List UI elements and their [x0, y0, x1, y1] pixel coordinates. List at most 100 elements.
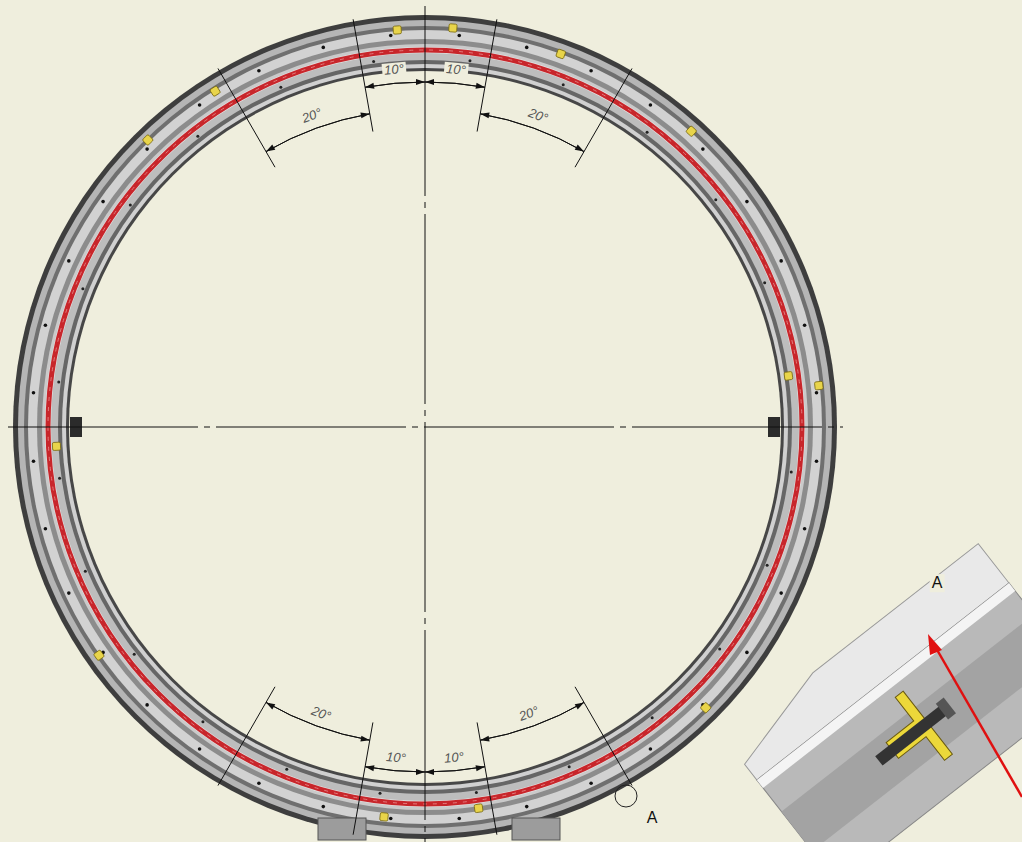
extension-line: [477, 19, 497, 131]
pointer-arrow: [936, 648, 1022, 797]
bolt-hole: [133, 653, 136, 656]
bolt-hole: [32, 391, 36, 395]
bolt-hole: [745, 200, 749, 204]
bolt-hole: [525, 46, 529, 50]
bolt-hole: [790, 470, 793, 473]
bolt-hole: [763, 281, 766, 284]
bolt-hole: [196, 135, 199, 138]
bolt-hole: [44, 527, 48, 531]
clamp-block: [700, 702, 711, 713]
arrowhead: [360, 736, 369, 742]
arrowhead: [365, 765, 374, 771]
detail-block: [757, 583, 1022, 842]
bolt-hole: [701, 147, 705, 151]
clamp-block: [814, 381, 823, 390]
bolt-hole: [32, 459, 36, 463]
arrowhead: [425, 769, 434, 775]
bolt-hole: [198, 103, 202, 107]
pointer-arrowhead: [928, 634, 942, 655]
bolt-hole: [67, 259, 71, 263]
arrowhead: [480, 736, 489, 742]
bolt-hole: [646, 131, 649, 134]
bolt-hole: [372, 60, 375, 63]
center-axis: [425, 6, 426, 842]
bolt-hole: [803, 323, 807, 327]
clamp-block: [210, 86, 221, 97]
arrowhead: [480, 112, 489, 118]
clamp-block: [556, 49, 566, 59]
angle-dimensions: [218, 19, 632, 834]
arrowhead: [365, 83, 374, 89]
bolt-hole: [589, 69, 593, 73]
bolt-hole: [257, 781, 261, 785]
extension-line: [477, 722, 497, 834]
bolt-hole: [468, 59, 471, 62]
bolt-hole: [279, 86, 282, 89]
clamp-block: [393, 26, 402, 35]
bolt-hole: [81, 287, 84, 290]
detail-bolt: [875, 704, 949, 765]
detail-slot: [781, 615, 1022, 842]
bolt-hole: [815, 459, 819, 463]
support-foot: [318, 818, 366, 840]
arrowhead: [266, 702, 275, 709]
arrowhead: [416, 769, 425, 775]
support-foot: [512, 818, 560, 840]
arrowhead: [476, 765, 485, 771]
bolt-hole: [389, 817, 393, 821]
bolt-hole: [84, 570, 87, 573]
angle-dimension: 10°: [384, 750, 409, 766]
extension-line: [575, 68, 632, 167]
bolt-hole: [779, 259, 783, 263]
bolt-hole: [57, 381, 60, 384]
bolt-hole: [457, 34, 461, 38]
dimension-arc: [266, 702, 370, 740]
bolt-hole: [457, 817, 461, 821]
bolt-hole: [568, 765, 571, 768]
bolt-hole: [67, 591, 71, 595]
bolt-hole: [44, 323, 48, 327]
clamp-block: [380, 812, 389, 821]
angle-dimension: 10°: [444, 62, 469, 78]
bolt-hole: [525, 805, 529, 809]
bolt-hole: [129, 203, 132, 206]
clamp-block: [142, 134, 153, 145]
arrowhead: [266, 145, 275, 152]
arrowhead: [416, 79, 425, 85]
bolt-hole: [803, 527, 807, 531]
bolt-hole: [589, 781, 593, 785]
bolt-hole: [257, 69, 261, 73]
clamp-block: [449, 24, 458, 33]
bolt-hole: [198, 747, 202, 751]
clamp-block: [52, 442, 60, 450]
arrowhead: [425, 79, 434, 85]
bolt-hole: [145, 703, 149, 707]
arrowhead: [575, 702, 584, 709]
dimension-arc: [480, 702, 584, 740]
extension-line: [218, 687, 275, 786]
bolt-hole: [766, 564, 769, 567]
bolt-hole: [651, 716, 654, 719]
bolt-hole: [718, 648, 721, 651]
bolt-hole: [649, 747, 653, 751]
arrowhead: [476, 83, 485, 89]
bolt-hole: [201, 720, 204, 723]
clamp-block: [474, 804, 483, 813]
bolt-hole: [562, 83, 565, 86]
bolt-hole: [321, 46, 325, 50]
arrowhead: [360, 112, 369, 118]
bolt-hole: [745, 651, 749, 655]
arrowhead: [575, 145, 584, 152]
detail-label: A: [645, 809, 660, 827]
bolt-hole: [779, 591, 783, 595]
angle-dimension: 10°: [442, 750, 467, 766]
bolt-hole: [815, 391, 819, 395]
detail-bolt-head: [936, 698, 956, 720]
angle-dimension: 10°: [381, 62, 406, 78]
bolt-hole: [101, 200, 105, 204]
bolt-hole: [379, 792, 382, 795]
clamp-block: [686, 126, 697, 137]
clamp-block: [784, 371, 793, 380]
